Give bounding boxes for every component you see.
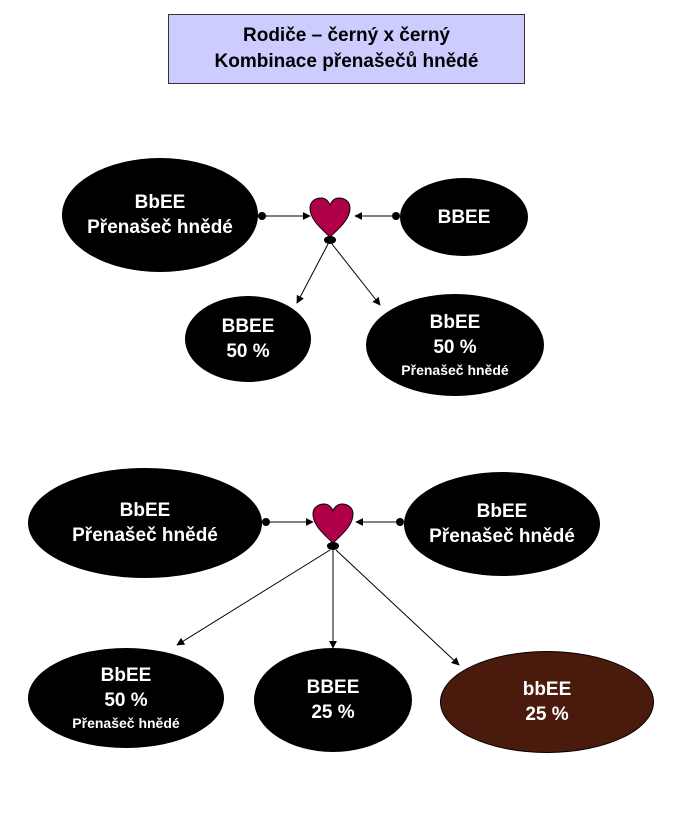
d1-child-1-node: BBEE 50 %: [185, 296, 311, 382]
arrow-to-child-2: [331, 243, 381, 306]
d2-child-1-node: BbEE 50 % Přenašeč hnědé: [28, 648, 224, 748]
carrier-label: Přenašeč hnědé: [87, 217, 233, 238]
percent-label: 50 %: [104, 690, 148, 711]
percent-label: 50 %: [226, 341, 270, 362]
title-line-2: Kombinace přenašečů hnědé: [214, 51, 479, 72]
arrow-to-child-1: [176, 549, 331, 646]
percent-label: 25 %: [311, 702, 355, 723]
heart-base-dot: [327, 542, 339, 550]
genotype-label: BbEE: [429, 312, 481, 333]
d1-child-2-node: BbEE 50 % Přenašeč hnědé: [366, 294, 544, 396]
genotype-label: BBEE: [306, 677, 360, 698]
d2-child-3-node: bbEE 25 %: [440, 651, 654, 753]
genotype-label: BbEE: [100, 665, 152, 686]
arrow-to-child-3: [335, 549, 460, 666]
genotype-label: BbEE: [119, 500, 171, 521]
genotype-label: BBEE: [221, 316, 275, 337]
genotype-label: BBEE: [437, 206, 491, 228]
d1-parent-right-node: BBEE: [400, 178, 528, 256]
carrier-label: Přenašeč hnědé: [429, 526, 575, 547]
carrier-label: Přenašeč hnědé: [401, 362, 509, 378]
heart-base-dot: [324, 236, 336, 244]
title-box: Rodiče – černý x černý Kombinace přenaše…: [168, 14, 525, 84]
percent-label: 25 %: [525, 704, 569, 725]
genotype-label: bbEE: [522, 679, 572, 700]
carrier-label: Přenašeč hnědé: [72, 525, 218, 546]
arrow-to-child-1: [296, 243, 329, 304]
title-line-1: Rodiče – černý x černý: [243, 25, 450, 46]
genotype-label: BbEE: [134, 192, 186, 213]
carrier-label: Přenašeč hnědé: [72, 715, 180, 731]
d2-child-2-node: BBEE 25 %: [254, 648, 412, 752]
d1-parent-left-node: BbEE Přenašeč hnědé: [62, 158, 258, 272]
d2-parent-left-node: BbEE Přenašeč hnědé: [28, 468, 262, 578]
d2-parent-right-node: BbEE Přenašeč hnědé: [404, 472, 600, 576]
heart-icon: [312, 503, 354, 544]
percent-label: 50 %: [433, 337, 477, 358]
genotype-label: BbEE: [476, 501, 528, 522]
heart-icon: [309, 197, 351, 238]
